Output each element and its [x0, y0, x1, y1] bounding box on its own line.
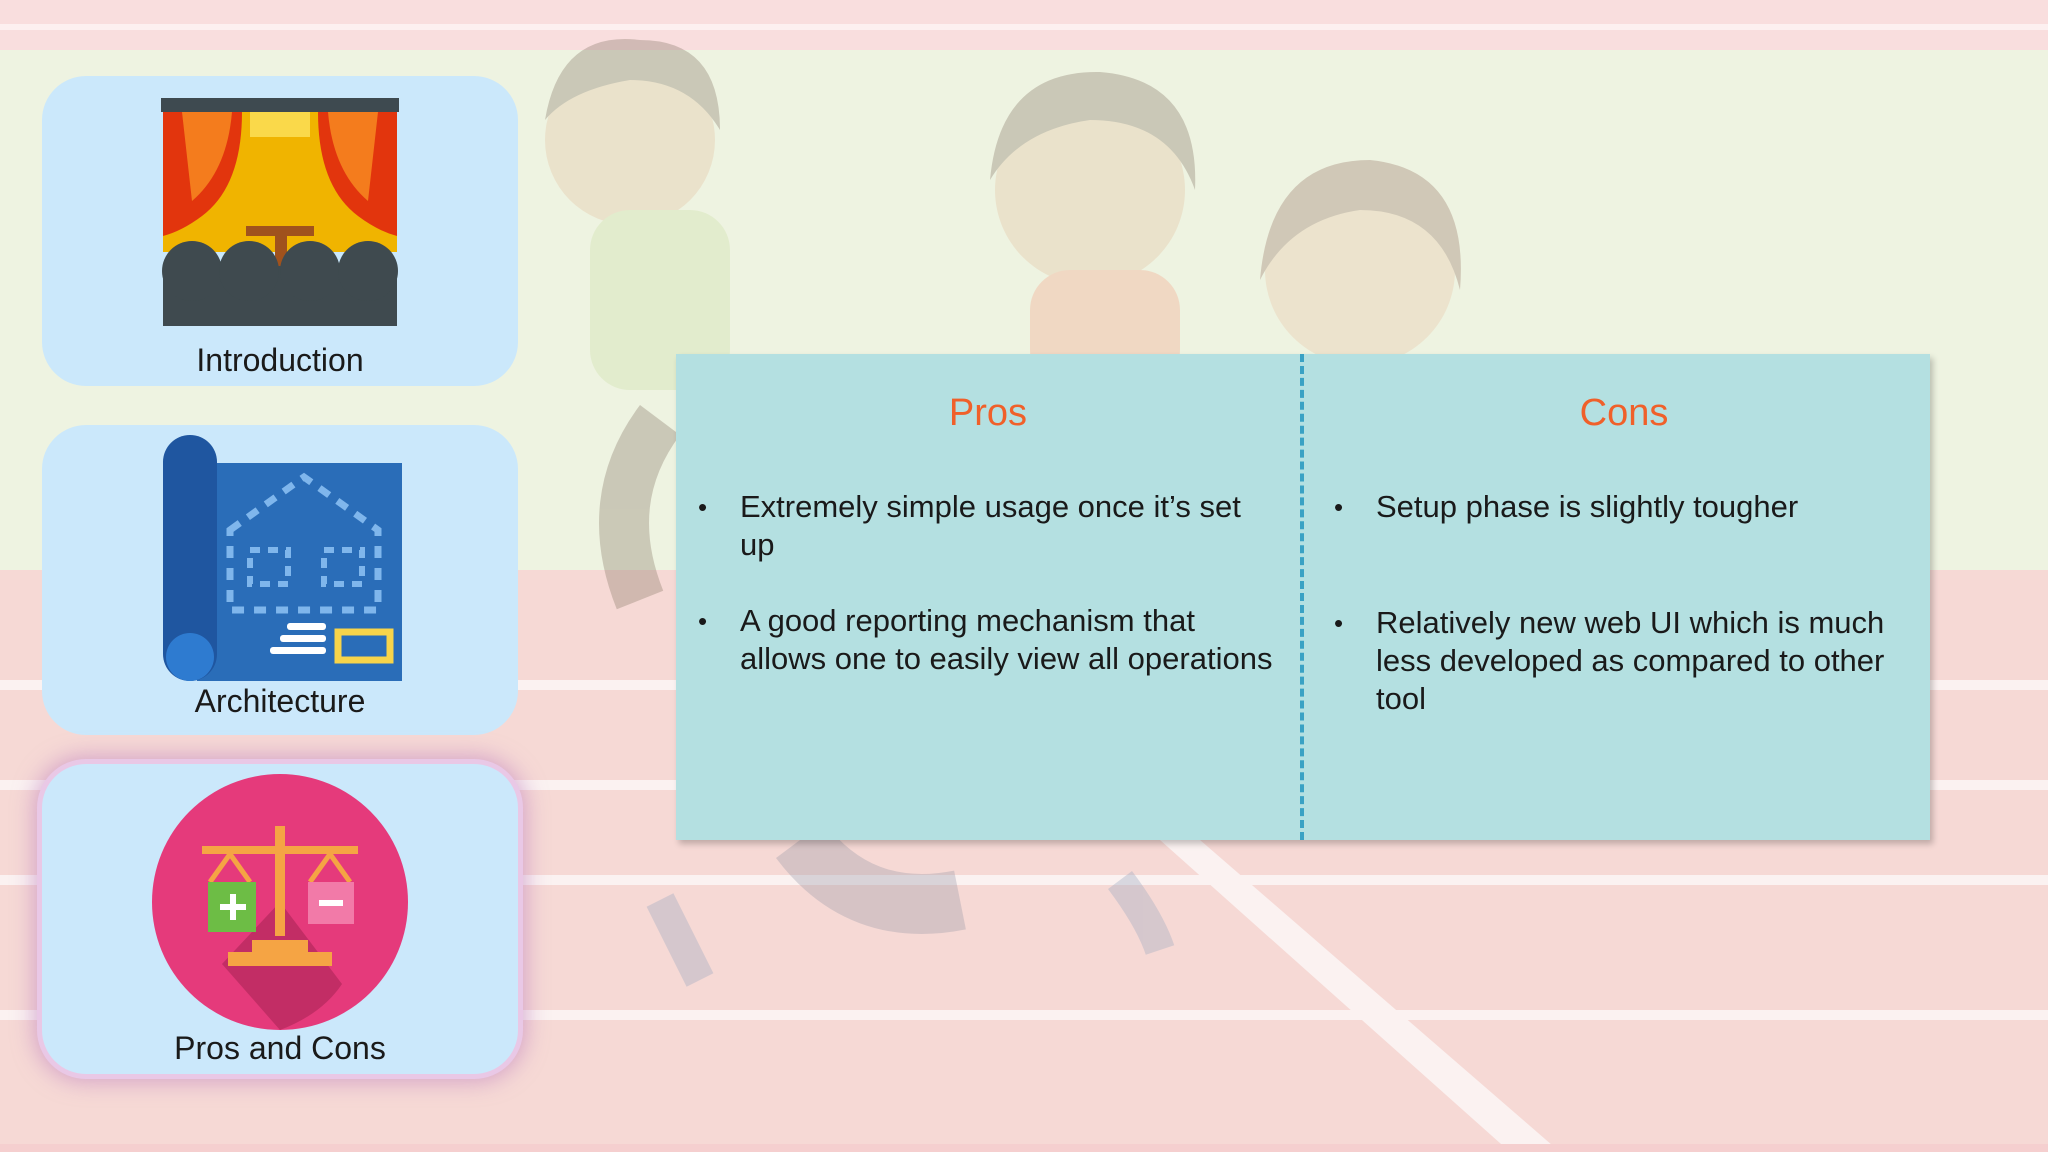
- bullet-dot: •: [698, 492, 708, 522]
- cons-list: • Setup phase is slightly tougher • Relati…: [1326, 488, 1914, 756]
- nav-card-introduction[interactable]: Introduction: [42, 76, 518, 386]
- cons-column: Cons • Setup phase is slightly tougher • R…: [1312, 354, 1936, 840]
- column-divider: [1300, 354, 1304, 840]
- list-item: • Setup phase is slightly tougher: [1326, 488, 1914, 526]
- nav-label-introduction: Introduction: [196, 342, 364, 378]
- balance-scale-icon: [152, 774, 408, 1030]
- theater-curtain-icon: [161, 98, 399, 326]
- nav-card-architecture[interactable]: Architecture: [42, 425, 518, 735]
- pros-item-text: A good reporting mechanism that allows o…: [740, 603, 1273, 676]
- list-item: • Relatively new web UI which is much les…: [1326, 604, 1914, 718]
- list-item: • Extremely simple usage once it’s set up: [690, 488, 1278, 564]
- cons-heading: Cons: [1579, 392, 1669, 434]
- blueprint-icon: [163, 435, 402, 681]
- pros-column: Pros • Extremely simple usage once it’s s…: [676, 354, 1300, 840]
- nav-label-pros-and-cons: Pros and Cons: [174, 1030, 386, 1066]
- bullet-dot: •: [1334, 608, 1344, 638]
- pros-item-text: Extremely simple usage once it’s set up: [740, 489, 1241, 562]
- cons-item-text: Relatively new web UI which is much less…: [1376, 605, 1885, 716]
- list-item: • A good reporting mechanism that allows …: [690, 602, 1278, 678]
- pros-list: • Extremely simple usage once it’s set up…: [690, 488, 1278, 716]
- bullet-dot: •: [1334, 492, 1344, 522]
- bullet-dot: •: [698, 606, 708, 636]
- nav-card-pros-and-cons[interactable]: Pros and Cons: [42, 764, 518, 1074]
- nav-label-architecture: Architecture: [194, 683, 366, 719]
- pros-heading: Pros: [948, 392, 1028, 434]
- cons-item-text: Setup phase is slightly tougher: [1376, 489, 1799, 524]
- pros-cons-panel: Pros • Extremely simple usage once it’s s…: [676, 354, 1930, 840]
